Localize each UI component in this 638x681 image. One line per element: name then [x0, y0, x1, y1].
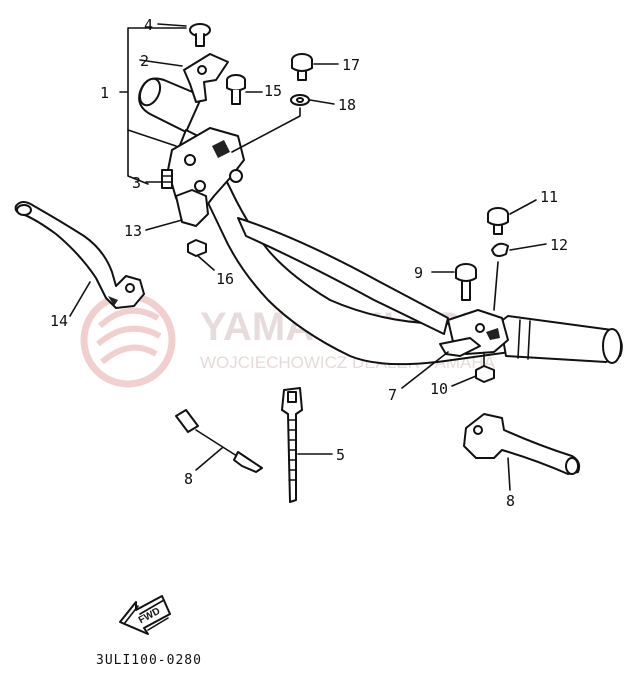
- part-labels: 1 2 3 4 5 6 7 8 8 9 10 11 12 13 14 15 16…: [50, 16, 568, 510]
- diagram-code: 3ULI100-0280: [96, 653, 202, 668]
- brake-lever: [463, 413, 581, 475]
- screw-4: [189, 23, 211, 47]
- label-8-left: 8: [184, 470, 193, 488]
- left-lever-holder: [167, 127, 245, 227]
- nut-10: [475, 365, 495, 383]
- label-3: 3: [132, 174, 141, 192]
- bolt-3: [161, 169, 173, 189]
- bolt-15: [226, 74, 246, 105]
- label-17: 17: [342, 56, 360, 74]
- clutch-lever: [14, 201, 145, 309]
- bolt-9: [455, 263, 477, 301]
- label-5: 5: [336, 446, 345, 464]
- label-7: 7: [388, 386, 397, 404]
- label-8-right: 8: [506, 492, 515, 510]
- bolt-17: [291, 53, 313, 81]
- label-1: 1: [100, 84, 109, 102]
- label-13: 13: [124, 222, 142, 240]
- label-10: 10: [430, 380, 448, 398]
- cable: [175, 409, 263, 473]
- washer-12: [491, 242, 509, 257]
- label-16: 16: [216, 270, 234, 288]
- watermark-logo-icon: [80, 292, 176, 388]
- label-11: 11: [540, 188, 558, 206]
- fwd-arrow-icon: FWD: [119, 595, 171, 635]
- label-2: 2: [140, 52, 149, 70]
- cable-tie: [281, 387, 303, 503]
- label-14: 14: [50, 312, 68, 330]
- leader-lines: [69, 23, 547, 491]
- nut-16: [187, 239, 207, 257]
- bracket: [183, 53, 229, 103]
- label-18: 18: [338, 96, 356, 114]
- label-12: 12: [550, 236, 568, 254]
- label-4: 4: [144, 16, 153, 34]
- label-15: 15: [264, 82, 282, 100]
- washer-18: [290, 94, 310, 106]
- right-lever-holder: [439, 309, 509, 357]
- label-9: 9: [414, 264, 423, 282]
- bolt-11: [487, 207, 509, 235]
